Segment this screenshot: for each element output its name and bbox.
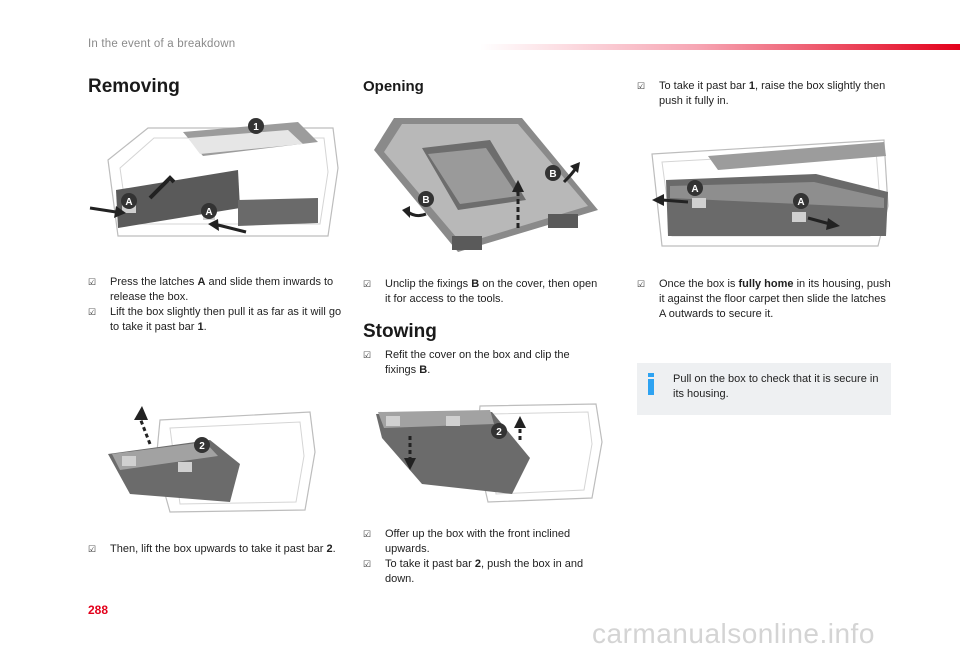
checkbox-bullet-icon: ☑ xyxy=(363,529,372,539)
svg-text:A: A xyxy=(797,197,804,208)
list-item: ☑Offer up the box with the front incline… xyxy=(363,528,571,555)
list-item: ☑Unclip the fixings B on the cover, then… xyxy=(363,278,598,305)
latch-a-label-fit-left: A xyxy=(687,180,703,201)
checkbox-bullet-icon: ☑ xyxy=(88,544,97,554)
stowing-steps-a: ☑Refit the cover on the box and clip the… xyxy=(363,348,603,378)
checkbox-bullet-icon: ☑ xyxy=(88,307,97,317)
list-item: ☑Press the latches A and slide them inwa… xyxy=(88,276,334,303)
svg-text:2: 2 xyxy=(199,441,205,452)
info-icon xyxy=(647,373,655,395)
opening-steps: ☑Unclip the fixings B on the cover, then… xyxy=(363,277,603,307)
fitting-illustration xyxy=(651,139,889,247)
list-item: ☑Once the box is fully home in its housi… xyxy=(637,278,891,320)
removing-heading: Removing xyxy=(88,76,180,97)
right-steps-b: ☑Once the box is fully home in its housi… xyxy=(637,277,891,322)
bar-2-label: 2 xyxy=(194,437,210,458)
opening-heading: Opening xyxy=(363,78,424,95)
header-accent-bar xyxy=(480,44,960,50)
svg-text:2: 2 xyxy=(496,427,502,438)
latch-a-label-right: A xyxy=(201,203,217,224)
svg-text:A: A xyxy=(205,207,212,218)
svg-text:B: B xyxy=(549,169,556,180)
checkbox-bullet-icon: ☑ xyxy=(637,81,646,91)
section-title: In the event of a breakdown xyxy=(88,38,236,50)
removing-step2-illustration xyxy=(108,406,316,513)
bar-1-label: 1 xyxy=(248,118,264,139)
list-item: ☑To take it past bar 1, raise the box sl… xyxy=(637,80,886,107)
checkbox-bullet-icon: ☑ xyxy=(363,559,372,569)
bar-2-label-stowing: 2 xyxy=(491,423,507,444)
stowing-illustration xyxy=(376,403,603,503)
svg-text:B: B xyxy=(422,195,429,206)
svg-text:A: A xyxy=(125,197,132,208)
list-item: ☑Refit the cover on the box and clip the… xyxy=(363,349,570,376)
svg-text:A: A xyxy=(691,184,698,195)
info-note-box: Pull on the box to check that it is secu… xyxy=(637,363,891,415)
checkbox-bullet-icon: ☑ xyxy=(363,350,372,360)
list-item: ☑Lift the box slightly then pull it as f… xyxy=(88,306,342,333)
info-note-text: Pull on the box to check that it is secu… xyxy=(673,373,879,400)
fixing-b-label-left: B xyxy=(418,191,434,212)
opening-illustration xyxy=(374,118,598,252)
fixing-b-label-right: B xyxy=(545,165,561,186)
removing-steps-a: ☑Press the latches A and slide them inwa… xyxy=(88,275,350,335)
latch-a-label-left: A xyxy=(121,193,137,214)
watermark: carmanualsonline.info xyxy=(592,618,875,649)
stowing-heading: Stowing xyxy=(363,321,437,342)
removing-steps-b: ☑Then, lift the box upwards to take it p… xyxy=(88,542,350,557)
checkbox-bullet-icon: ☑ xyxy=(88,277,97,287)
svg-text:1: 1 xyxy=(253,122,259,133)
page-number: 288 xyxy=(88,603,109,617)
right-steps-a: ☑To take it past bar 1, raise the box sl… xyxy=(637,79,891,109)
list-item: ☑Then, lift the box upwards to take it p… xyxy=(88,543,336,555)
stowing-steps-b: ☑Offer up the box with the front incline… xyxy=(363,527,603,587)
removing-step1-illustration xyxy=(89,122,339,237)
list-item: ☑To take it past bar 2, push the box in … xyxy=(363,558,584,585)
latch-a-label-fit-right: A xyxy=(793,193,809,214)
checkbox-bullet-icon: ☑ xyxy=(637,279,646,289)
checkbox-bullet-icon: ☑ xyxy=(363,279,372,289)
